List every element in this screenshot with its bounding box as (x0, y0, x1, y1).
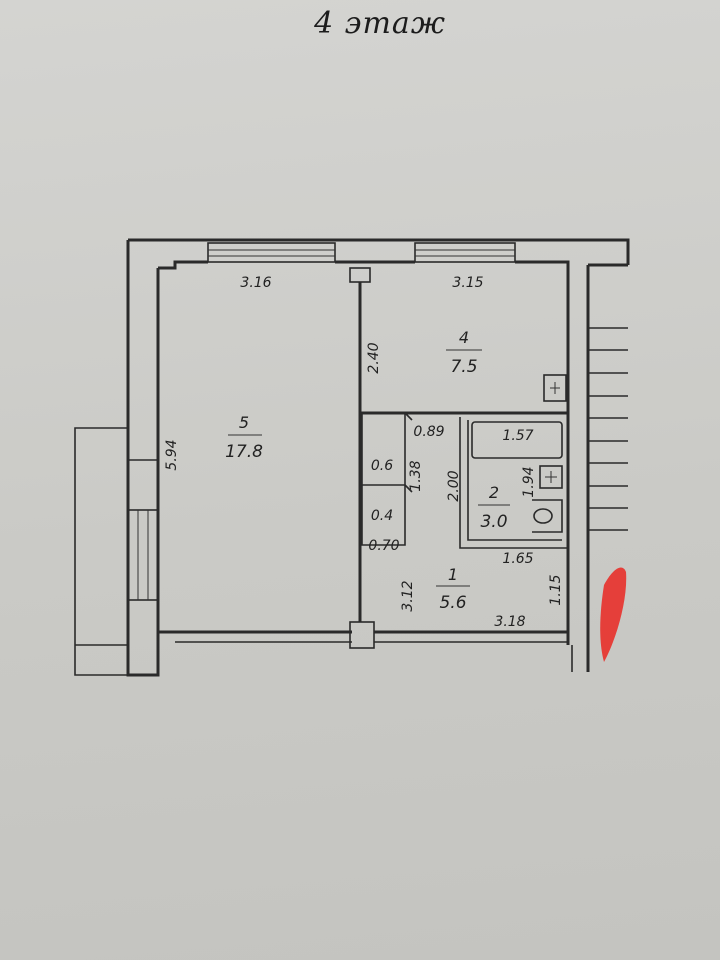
pantry-upper-area: 0.6 (371, 458, 393, 474)
stairwell (588, 327, 628, 531)
room-5-area: 17.8 (225, 442, 263, 462)
pantry-lower-area: 0.4 (371, 508, 393, 524)
bathtub (471, 421, 563, 459)
dim-bath-width: 1.57 (502, 428, 533, 444)
dim-top-left: 3.16 (240, 275, 271, 291)
dim-bath-gap: 0.89 (413, 424, 444, 440)
outer-walls (126, 238, 630, 677)
room-1-number: 1 (448, 565, 458, 584)
floor-label: 4 этаж (314, 6, 446, 41)
room-2-number: 2 (489, 483, 499, 502)
window-room4 (414, 242, 516, 263)
dim-room4-height: 2.40 (366, 342, 382, 373)
red-marker (600, 567, 627, 662)
dim-bath-inner-height: 1.94 (521, 466, 537, 497)
balcony-door (127, 509, 159, 601)
toilet (532, 499, 563, 533)
bath-sink (539, 465, 563, 489)
kitchen-sink (543, 374, 567, 402)
dim-bath-left-height: 2.00 (446, 470, 462, 501)
dim-hall-left: 3.12 (400, 580, 416, 611)
dim-pantry-width: 0.70 (368, 538, 399, 554)
window-room5 (207, 242, 336, 263)
dim-bath-bottom-width: 1.65 (502, 551, 533, 567)
room-2-area: 3.0 (480, 512, 507, 532)
dim-top-right: 3.15 (452, 275, 483, 291)
dim-pantry-height: 1.38 (408, 460, 424, 491)
room-4-number: 4 (459, 328, 469, 347)
dim-hall-right: 1.15 (548, 574, 564, 605)
balcony (74, 427, 158, 676)
dim-room5-height: 5.94 (164, 439, 180, 470)
room-5-number: 5 (239, 413, 249, 432)
interior-walls (349, 267, 568, 649)
room-1-area: 5.6 (439, 593, 466, 613)
dim-hall-bottom: 3.18 (494, 614, 525, 630)
room-4-area: 7.5 (450, 357, 477, 377)
